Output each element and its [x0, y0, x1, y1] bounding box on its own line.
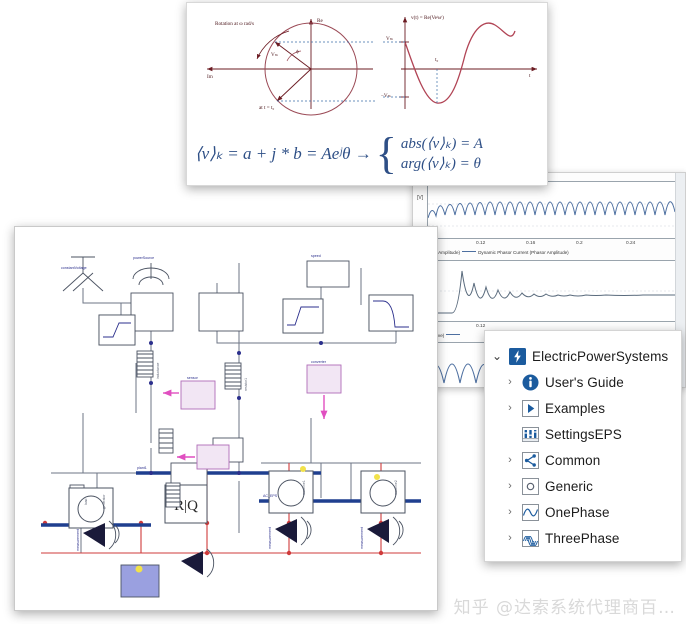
settings-icon: [521, 425, 540, 444]
chart-1-xtick-4: 0.24: [626, 241, 636, 246]
legend-dash-icon-2: [446, 334, 461, 335]
schematic-diagram: R|Q: [41, 254, 421, 598]
chart-1-xtick-2: 0.16: [526, 241, 536, 246]
chart-1-xtick-1: 0.12: [476, 241, 486, 246]
svg-text:constantVoltage: constantVoltage: [61, 266, 87, 270]
svg-text:measurement: measurement: [268, 527, 272, 549]
chart-2-legend-right-text: Dynamic Phasor Current (Phasor Amplitude…: [478, 250, 569, 255]
chart-2-plot-area[interactable]: [427, 260, 678, 322]
share-icon: [521, 451, 540, 470]
three-wave-icon: [521, 529, 540, 548]
svg-text:plant1: plant1: [137, 466, 147, 470]
chart-3-svg: [427, 363, 493, 384]
svg-text:speed: speed: [311, 254, 321, 258]
svg-text:machine1: machine1: [302, 480, 306, 495]
sine-wave-icon: [521, 503, 540, 522]
chevron-right-icon[interactable]: ›: [508, 479, 512, 492]
chevron-right-icon[interactable]: ›: [508, 453, 512, 466]
svg-text:AC_EPS: AC_EPS: [263, 494, 278, 498]
tree-item-examples[interactable]: › Examples: [485, 395, 681, 421]
play-icon: [521, 399, 540, 418]
svg-text:powerSource: powerSource: [133, 256, 154, 260]
phasor-figure-svg: [207, 17, 537, 116]
label-t0: t₀: [435, 57, 439, 63]
chevron-right-icon[interactable]: ›: [508, 505, 512, 518]
chart-1-ylabel: [V]: [417, 195, 424, 201]
tree-item-users-guide[interactable]: › User's Guide: [485, 369, 681, 395]
chevron-right-icon[interactable]: ›: [508, 375, 512, 388]
formula-lhs: ⟨v⟩ₖ = a + j * b = Aeʲθ →: [195, 144, 372, 163]
tree-item-threephase[interactable]: › ThreePhase: [485, 525, 681, 551]
watermark-text: 知乎 @达索系统代理商百…: [453, 598, 676, 618]
svg-text:machine2: machine2: [394, 480, 398, 495]
tree-item-label: ThreePhase: [545, 530, 620, 546]
svg-text:measurement: measurement: [360, 527, 364, 549]
label-rotation: Rotation at ω rad/s: [215, 21, 254, 27]
chevron-down-icon[interactable]: ⌄: [491, 349, 503, 363]
library-tree-panel[interactable]: ⌄ ElectricPowerSystems › User's Guide ›: [484, 330, 682, 562]
tree-item-label: Examples: [545, 400, 606, 416]
svg-text:converter: converter: [311, 360, 327, 364]
label-vm-neg: −Vₘ: [381, 93, 391, 99]
schematic-window[interactable]: R|Q: [14, 226, 438, 611]
schematic-canvas[interactable]: R|Q: [21, 233, 431, 604]
tree-item-label: OnePhase: [545, 504, 610, 520]
chart-2-legend-left: (Phasor Amplitude) Dynamic Phasor Current…: [421, 250, 569, 255]
label-vm-pos: Vₘ: [386, 36, 393, 42]
svg-text:inductance: inductance: [156, 362, 160, 379]
chevron-right-icon[interactable]: ›: [508, 531, 512, 544]
phasor-formula: ⟨v⟩ₖ = a + j * b = Aeʲθ → { abs(⟨v⟩ₖ) = …: [195, 127, 541, 181]
tree-item-label: Common: [545, 452, 601, 468]
tree-item-label: User's Guide: [545, 374, 624, 390]
phasor-figure: Rotation at ω rad/s Re Im Vₘ ϕ at t = t₀…: [193, 9, 541, 119]
chart-2-legend-left-text: (Phasor Amplitude): [421, 250, 461, 255]
formula-line-1: abs(⟨v⟩ₖ) = A: [400, 135, 483, 152]
label-re-axis: Re: [317, 18, 323, 24]
tree-item-common[interactable]: › Common: [485, 447, 681, 473]
chart-2-svg: [428, 270, 678, 314]
info-icon: [521, 373, 540, 392]
tree-item-onephase[interactable]: › OnePhase: [485, 499, 681, 525]
svg-text:measurement: measurement: [76, 529, 80, 551]
formula-line-2: arg(⟨v⟩ₖ) = θ: [400, 156, 481, 172]
formula-brace-icon: {: [375, 129, 397, 178]
tree-item-label: SettingsEPS: [545, 426, 622, 442]
tree-item-generic[interactable]: › Generic: [485, 473, 681, 499]
chart-1-svg: [427, 201, 678, 227]
plots-window-scrollbar[interactable]: [675, 173, 685, 387]
svg-text:load: load: [84, 498, 88, 505]
chart-1-xtick-3: 0.2: [576, 241, 583, 246]
label-at-t0: at t = t₀: [259, 105, 275, 111]
tree-item-electricpowersystems[interactable]: ⌄ ElectricPowerSystems: [485, 343, 681, 369]
label-im-axis: Im: [207, 74, 213, 80]
chart-1-plot-area[interactable]: [427, 181, 678, 239]
label-phi: ϕ: [296, 49, 299, 55]
label-t-axis: t: [529, 73, 531, 79]
svg-text:generator: generator: [102, 494, 106, 509]
chevron-right-icon[interactable]: ›: [508, 401, 512, 414]
svg-text:resistor1: resistor1: [244, 378, 248, 391]
svg-text:sensor: sensor: [187, 376, 199, 380]
legend-dash-icon: [462, 251, 477, 252]
tree-item-label: Generic: [545, 478, 593, 494]
phasor-theory-card: Rotation at ω rad/s Re Im Vₘ ϕ at t = t₀…: [186, 2, 548, 186]
label-vm: Vₘ: [271, 52, 278, 58]
tree-item-label: ElectricPowerSystems: [532, 348, 669, 364]
label-wave-title: v(t) = Re(Veʲωᵗ): [411, 15, 444, 21]
circle-icon: [521, 477, 540, 496]
chart-2-xtick-1: 0.12: [476, 324, 486, 329]
tree-item-settingseps[interactable]: › SettingsEPS: [485, 421, 681, 447]
lightning-bolt-icon: [508, 347, 527, 366]
